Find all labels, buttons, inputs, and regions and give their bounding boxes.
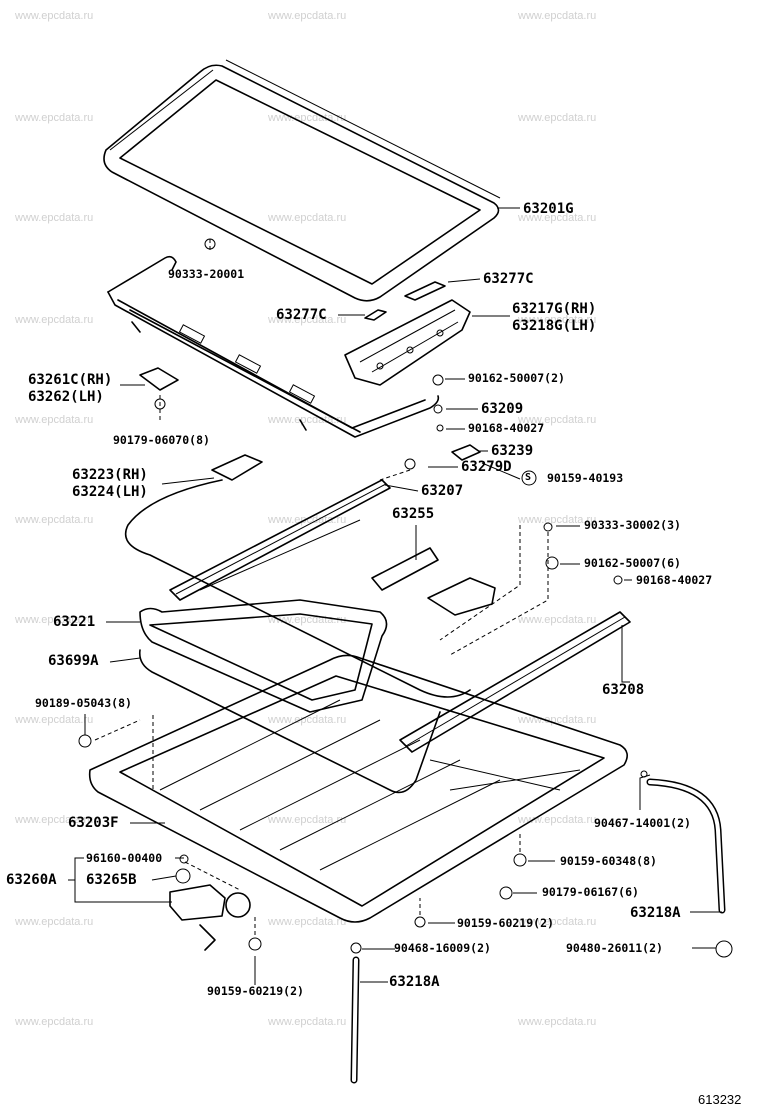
watermark: www.epcdata.ru xyxy=(518,10,597,22)
part-label-90159-60219: 90159-60219(2) xyxy=(457,916,554,930)
watermark: www.epcdata.ru xyxy=(518,212,597,224)
bracket-63217G xyxy=(344,299,471,386)
watermark: www.epcdata.ru xyxy=(268,414,347,426)
bracket-63255 xyxy=(371,547,439,591)
watermark: www.epcdata.ru xyxy=(518,514,597,526)
watermark: www.epcdata.ru xyxy=(518,614,597,626)
watermark: www.epcdata.ru xyxy=(518,112,597,124)
drip-channel-63221 xyxy=(139,599,388,713)
part-label-63699A: 63699A xyxy=(48,653,99,669)
figure-reference-number: 613232 xyxy=(698,1092,742,1107)
part-label-90333-20001: 90333-20001 xyxy=(168,267,245,281)
grommet-90480-26011 xyxy=(715,940,733,958)
part-label-63255: 63255 xyxy=(392,506,435,522)
part-label-90168-40027: 90168-40027 xyxy=(636,573,713,587)
part-label-63207: 63207 xyxy=(421,483,464,499)
clip-63277C-upper xyxy=(404,281,446,301)
part-label-63224: 63224(LH) xyxy=(72,484,148,500)
clip-63277C-lower xyxy=(364,309,387,321)
bracket-63261C xyxy=(139,367,179,391)
part-label-63218G: 63218G(LH) xyxy=(512,318,597,334)
part-label-63217G: 63217G(RH) xyxy=(512,301,597,317)
watermark: www.epcdata.ru xyxy=(15,814,94,826)
part-label-63265B: 63265B xyxy=(86,872,137,888)
part-label-63203F: 63203F xyxy=(68,815,119,831)
part-label-63218A: 63218A xyxy=(389,974,440,990)
watermark: www.epcdata.ru xyxy=(268,212,347,224)
watermark: www.epcdata.ru xyxy=(518,1016,597,1028)
watermark: www.epcdata.ru xyxy=(268,314,347,326)
part-label-90480-26011: 90480-26011(2) xyxy=(566,941,663,955)
watermark: www.epcdata.ru xyxy=(15,112,94,124)
watermark: www.epcdata.ru xyxy=(268,10,347,22)
bracket-63255b xyxy=(427,577,496,616)
watermark: www.epcdata.ru xyxy=(268,814,347,826)
watermark: www.epcdata.ru xyxy=(15,514,94,526)
part-label-96160-00400: 96160-00400 xyxy=(86,851,163,865)
part-label-63221: 63221 xyxy=(53,614,96,630)
part-label-90467-14001: 90467-14001(2) xyxy=(594,816,691,830)
part-label-90159-40193: 90159-40193 xyxy=(547,471,624,485)
part-label-63262: 63262(LH) xyxy=(28,389,104,405)
watermark: www.epcdata.ru xyxy=(268,514,347,526)
part-label-90159-60348: 90159-60348(8) xyxy=(560,854,657,868)
part-label-90189-05043: 90189-05043(8) xyxy=(35,696,132,710)
part-label-63209: 63209 xyxy=(481,401,524,417)
watermark: www.epcdata.ru xyxy=(518,414,597,426)
part-label-63260A: 63260A xyxy=(6,872,57,888)
part-label-63261C: 63261C(RH) xyxy=(28,372,113,388)
drain-hose-63218A-right xyxy=(646,778,726,914)
part-label-63279D: 63279D xyxy=(461,459,512,475)
cable-bracket-63223 xyxy=(211,454,263,481)
watermark: www.epcdata.ru xyxy=(268,916,347,928)
seal-63699A xyxy=(138,649,441,794)
part-label-90468-16009: 90468-16009(2) xyxy=(394,941,491,955)
part-label-63277C: 63277C xyxy=(276,307,327,323)
drive-cable-63223 xyxy=(124,479,471,698)
part-label-90179-06167: 90179-06167(6) xyxy=(542,885,639,899)
watermark: www.epcdata.ru xyxy=(518,314,597,326)
part-label-90162-50007: 90162-50007(6) xyxy=(584,556,681,570)
part-label-90333-30002: 90333-30002(3) xyxy=(584,518,681,532)
part-label-63223: 63223(RH) xyxy=(72,467,148,483)
part-label-90162-50007: 90162-50007(2) xyxy=(468,371,565,385)
sunshade-frame-63209 xyxy=(107,255,440,438)
part-marker-S: S xyxy=(525,472,532,483)
watermark: www.epcdata.ru xyxy=(518,916,597,928)
part-label-90159-60219: 90159-60219(2) xyxy=(207,984,304,998)
watermark: www.epcdata.ru xyxy=(15,614,94,626)
watermark: www.epcdata.ru xyxy=(15,714,94,726)
watermark: www.epcdata.ru xyxy=(15,916,94,928)
part-label-90179-06070: 90179-06070(8) xyxy=(113,433,210,447)
part-label-63218A: 63218A xyxy=(630,905,681,921)
watermark: www.epcdata.ru xyxy=(15,314,94,326)
guide-rail-63207 xyxy=(169,479,391,601)
watermark: www.epcdata.ru xyxy=(268,1016,347,1028)
watermark: www.epcdata.ru xyxy=(15,212,94,224)
glass-panel-63201G xyxy=(103,59,501,302)
housing-63203F xyxy=(88,654,628,923)
watermark: www.epcdata.ru xyxy=(15,414,94,426)
part-label-63239: 63239 xyxy=(491,443,534,459)
watermark: www.epcdata.ru xyxy=(15,1016,94,1028)
watermark: www.epcdata.ru xyxy=(268,714,347,726)
part-label-63277C: 63277C xyxy=(483,271,534,287)
watermark: www.epcdata.ru xyxy=(15,10,94,22)
part-label-63208: 63208 xyxy=(602,682,645,698)
part-label-90168-40027: 90168-40027 xyxy=(468,421,545,435)
part-label-63201G: 63201G xyxy=(523,201,574,217)
guide-rail-63208 xyxy=(399,611,631,753)
